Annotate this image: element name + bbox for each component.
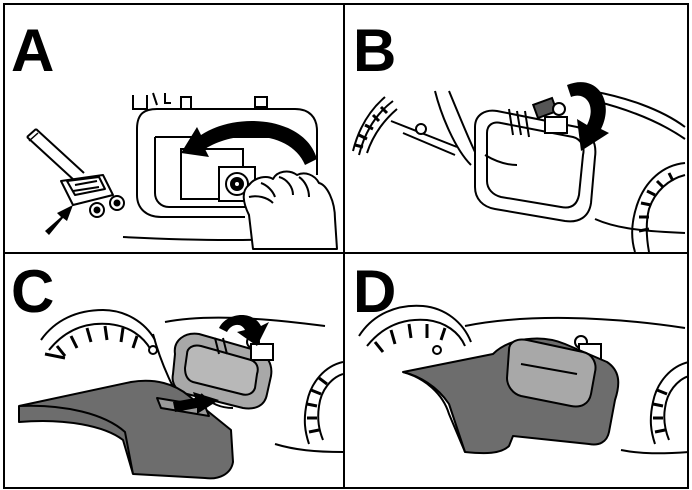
rear-wheel-right [632, 163, 685, 252]
rear-wheel-right [305, 362, 343, 444]
hand-icon [244, 172, 337, 249]
discharge-chute [403, 339, 618, 454]
deck-bolt-icon [149, 346, 157, 354]
panel-c: C [5, 254, 343, 489]
rear-wheel-left [41, 310, 155, 358]
lawn-mower-icon [27, 129, 124, 217]
rear-wheel-right [651, 362, 689, 444]
rear-flap [475, 111, 595, 222]
deck-bolt-icon [416, 124, 426, 134]
panel-d-illustration: D [345, 254, 689, 489]
panel-d: D [345, 254, 689, 489]
panel-b: B [345, 5, 689, 252]
panel-a: A [5, 5, 343, 252]
panel-b-illustration: B [345, 5, 689, 252]
rotate-counterclockwise-arrow-icon [181, 121, 317, 165]
panel-a-illustration: A [5, 5, 343, 252]
deck-bolt-icon [433, 346, 441, 354]
rear-wheel-left [353, 97, 397, 155]
panel-c-label: C [11, 258, 54, 325]
panel-b-label: B [353, 17, 396, 84]
panel-c-illustration: C [5, 254, 343, 489]
panel-a-label: A [11, 17, 54, 84]
panel-d-label: D [353, 258, 396, 325]
pointer-arrow-icon [45, 205, 73, 235]
